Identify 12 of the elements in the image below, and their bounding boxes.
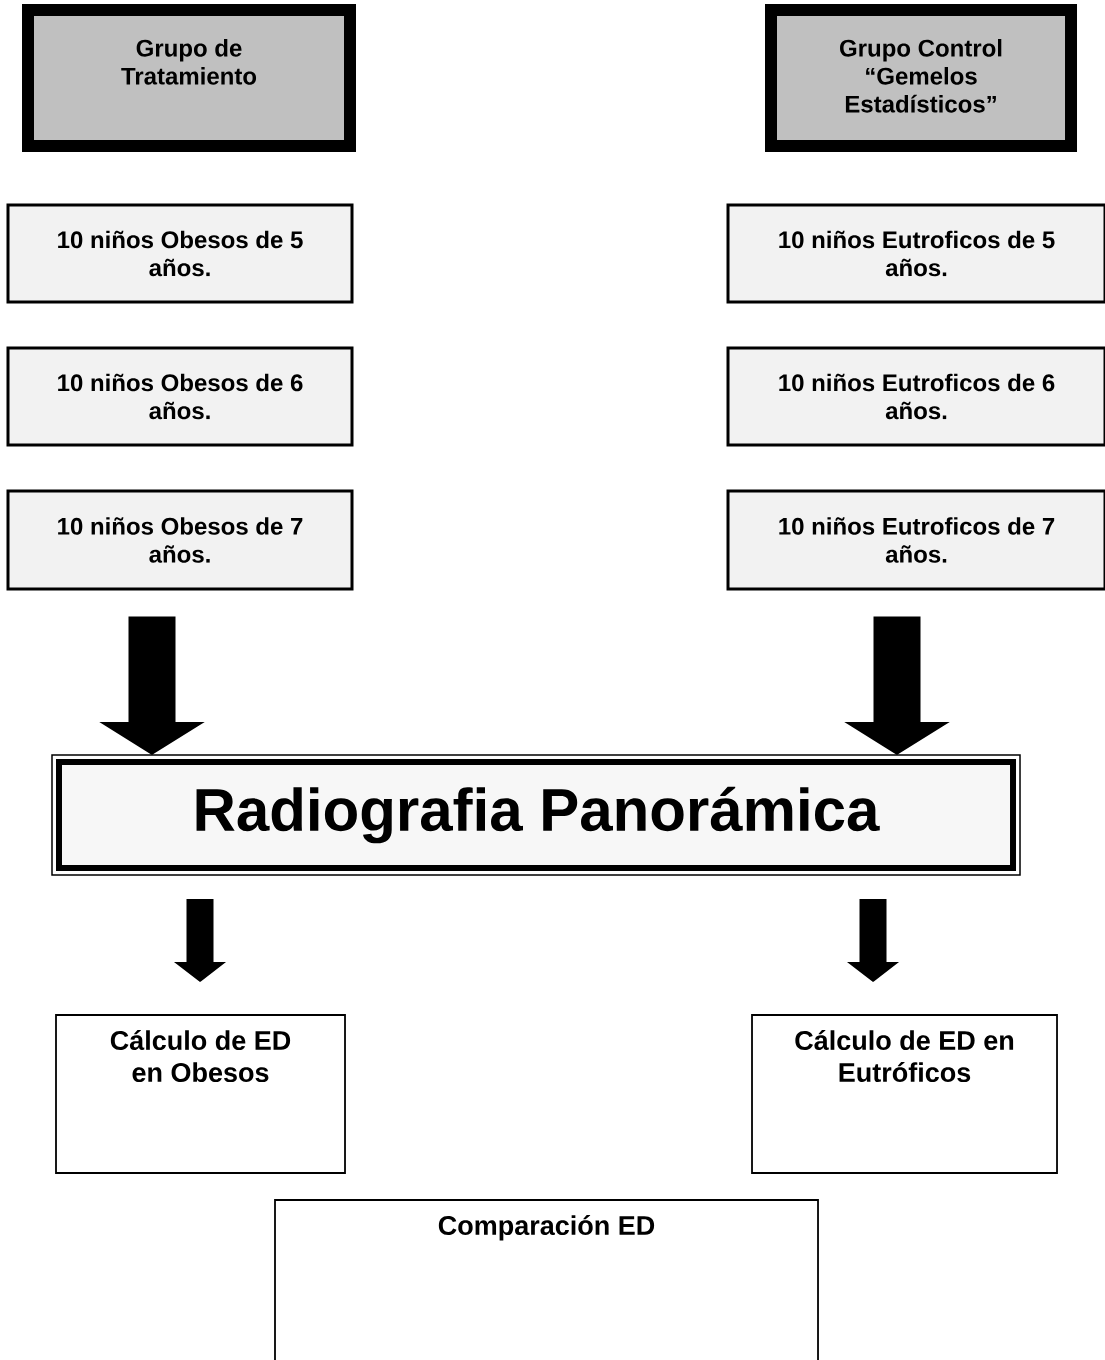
subgroup-box: 10 niños Obesos de 6 años. xyxy=(6,346,354,447)
group-box: Grupo de Tratamiento xyxy=(22,4,356,152)
result-box: Cálculo de ED en Eutróficos xyxy=(751,1014,1058,1174)
process-box: Radiografia Panorámica xyxy=(51,754,1021,876)
subgroup-box: 10 niños Obesos de 7 años. xyxy=(6,489,354,591)
result-box: Cálculo de ED en Obesos xyxy=(55,1014,346,1174)
result-box: Comparación ED xyxy=(274,1199,819,1360)
subgroup-box: 10 niños Eutroficos de 5 años. xyxy=(726,203,1105,304)
group-box: Grupo Control “Gemelos Estadísticos” xyxy=(765,4,1077,152)
subgroup-box: 10 niños Obesos de 5 años. xyxy=(6,203,354,304)
subgroup-box: 10 niños Eutroficos de 6 años. xyxy=(726,346,1105,447)
subgroup-box: 10 niños Eutroficos de 7 años. xyxy=(726,489,1105,591)
